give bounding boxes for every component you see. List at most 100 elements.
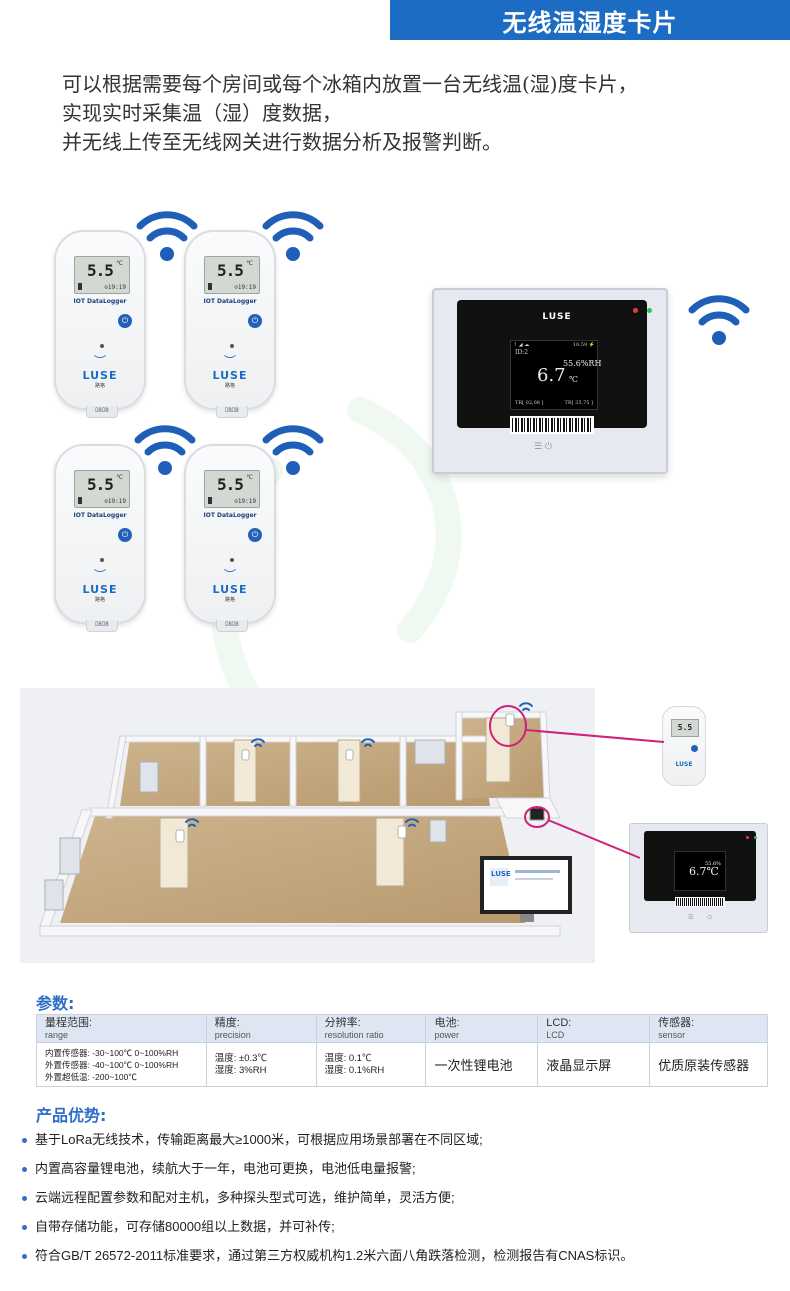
gateway-status-right: 10:59 ⚡ <box>572 342 595 348</box>
spec-header-cn: 电池: <box>434 1016 460 1029</box>
list-item: 自带存储功能，可存储80000组以上数据，并可补传; <box>22 1217 782 1246</box>
mini-sensor-card: 5.5 LUSE <box>662 706 706 786</box>
sensor-card: 5.5 ℃ ⊙19:19 IOT DataLogger ⏻ ︶ LUSE 路格 … <box>54 230 146 418</box>
mini-gateway-buttons: ☰⏻ <box>688 914 712 921</box>
power-button-icon: ⏻ <box>118 528 132 542</box>
spec-resolution-cell: 温度: 0.1℃ 湿度: 0.1%RH <box>315 1042 427 1087</box>
power-button-icon: ⏻ <box>248 528 262 542</box>
advantages-list: 基于LoRa无线技术，传输距离最大≥1000米，可根据应用场景部署在不同区域; … <box>22 1130 782 1275</box>
specs-value-row: 内置传感器: -30~100℃ 0~100%RH 外置传感器: -40~100℃… <box>36 1042 768 1087</box>
wifi-icon <box>262 211 324 261</box>
specs-table: 量程范围:range 精度:precision 分辨率:resolution r… <box>36 1014 768 1087</box>
spec-header-lcd: LCD:LCD <box>537 1014 651 1043</box>
advantage-text: 云端远程配置参数和配对主机，多种探头型式可选，维护简单，灵活方便; <box>35 1190 455 1205</box>
spec-precision-cell: 温度: ±0.3℃ 湿度: 3%RH <box>205 1042 317 1087</box>
power-button-icon: ⏻ <box>118 314 132 328</box>
advantage-text: 自带存储功能，可存储80000组以上数据，并可补传; <box>35 1219 335 1234</box>
card-small-readout: ⊙19:19 <box>104 498 126 505</box>
led-red <box>746 836 749 839</box>
card-brand-cn: 路格 <box>94 383 105 389</box>
sensor-card: 5.5 ℃ ⊙19:19 IOT DataLogger ⏻ ︶ LUSE 路格 … <box>184 230 276 418</box>
bullet-icon <box>22 1254 27 1260</box>
card-model-label: IOT DataLogger <box>73 298 127 305</box>
spec-header-en: resolution ratio <box>324 1029 384 1040</box>
spec-precision-line: 湿度: 3%RH <box>214 1064 267 1076</box>
card-connector: ﾛ8ﾛ8 <box>86 406 118 418</box>
card-unit: ℃ <box>116 474 123 481</box>
gateway-panel: LUSE ↑ ◢ ☁ 10:59 ⚡ ID:2 55.6%RH 6.7 ℃ TR… <box>457 300 652 428</box>
spec-resolution-line: 温度: 0.1℃ <box>324 1052 372 1064</box>
list-item: 符合GB/T 26572-2011标准要求，通过第三方权威机构1.2米六面八角跌… <box>22 1246 782 1275</box>
spec-header-cn: 分辨率: <box>324 1016 361 1029</box>
spec-header-en: range <box>45 1029 69 1040</box>
card-logo: ︶ LUSE 路格 <box>186 566 274 603</box>
spec-header-range: 量程范围:range <box>36 1014 207 1043</box>
wireless-gateway: LUSE ↑ ◢ ☁ 10:59 ⚡ ID:2 55.6%RH 6.7 ℃ TR… <box>432 288 668 474</box>
card-lcd: 5.5 ℃ ⊙19:19 <box>204 256 260 294</box>
card-unit: ℃ <box>116 260 123 267</box>
mini-gateway-temp: 6.7℃ <box>689 865 719 878</box>
card-brand-cn: 路格 <box>224 383 235 389</box>
gateway-buttons: ☰ ⏻ <box>534 442 553 452</box>
card-small-readout: ⊙19:19 <box>104 284 126 291</box>
spec-header-cn: 传感器: <box>658 1016 695 1029</box>
indicator-dot <box>230 344 234 348</box>
bullet-icon <box>22 1167 27 1173</box>
intro-line: 并无线上传至无线网关进行数据分析及报警判断。 <box>62 130 502 154</box>
wifi-icon <box>688 295 750 345</box>
power-button-icon: ⏻ <box>248 314 262 328</box>
spec-lcd-cell: 液晶显示屏 <box>537 1042 651 1087</box>
battery-icon <box>208 497 212 504</box>
intro-text: 可以根据需要每个房间或每个冰箱内放置一台无线温(湿)度卡片， 实现实时采集温（湿… <box>62 70 782 157</box>
card-brand-cn: 路格 <box>94 597 105 603</box>
page-title: 无线温湿度卡片 <box>390 0 790 40</box>
card-display-value: 5.5 <box>217 475 244 494</box>
card-brand-cn: 路格 <box>224 597 235 603</box>
card-display-value: 5.5 <box>217 261 244 280</box>
card-brand: LUSE <box>212 369 248 382</box>
advantages-title: 产品优势: <box>36 1106 107 1125</box>
advantage-text: 内置高容量锂电池，续航大于一年，电池可更换，电池低电量报警; <box>35 1161 416 1176</box>
card-lcd: 5.5 ℃ ⊙19:19 <box>74 256 130 294</box>
wifi-icon <box>134 425 196 475</box>
led-green <box>754 836 757 839</box>
spec-header-cn: 量程范围: <box>45 1016 93 1029</box>
mini-card-brand: LUSE <box>675 761 693 768</box>
card-model-label: IOT DataLogger <box>203 298 257 305</box>
spec-range-line: 外置传感器: -40~100℃ 0~100%RH <box>45 1059 179 1070</box>
card-model-label: IOT DataLogger <box>203 512 257 519</box>
specs-header-row: 量程范围:range 精度:precision 分辨率:resolution r… <box>36 1014 768 1043</box>
advantage-text: 基于LoRa无线技术，传输距离最大≥1000米，可根据应用场景部署在不同区域; <box>35 1132 483 1147</box>
gateway-logo: LUSE <box>542 312 572 322</box>
mini-gateway-panel: 55.6% 6.7℃ <box>644 831 757 901</box>
spec-header-en: precision <box>214 1029 251 1040</box>
intro-line: 实现实时采集温（湿）度数据， <box>62 101 342 125</box>
card-logo: ︶ LUSE 路格 <box>186 352 274 389</box>
bullet-icon <box>22 1196 27 1202</box>
spec-header-en: LCD <box>546 1029 565 1040</box>
gateway-humidity: 55.6%RH <box>563 359 602 368</box>
battery-icon <box>78 497 82 504</box>
card-unit: ℃ <box>246 260 253 267</box>
spec-header-power: 电池:power <box>425 1014 539 1043</box>
spec-header-cn: LCD: <box>546 1016 572 1029</box>
spec-header-en: power <box>434 1029 459 1040</box>
floor-plan-illustration <box>20 688 595 963</box>
spec-power-cell: 一次性锂电池 <box>425 1042 539 1087</box>
intro-line: 可以根据需要每个房间或每个冰箱内放置一台无线温(湿)度卡片， <box>62 72 638 96</box>
spec-range-cell: 内置传感器: -30~100℃ 0~100%RH 外置传感器: -40~100℃… <box>36 1042 207 1087</box>
indicator-dot <box>100 344 104 348</box>
gateway-screen: ↑ ◢ ☁ 10:59 ⚡ ID:2 55.6%RH 6.7 ℃ TR[ 02,… <box>510 340 602 410</box>
card-lcd: 5.5 ℃ ⊙19:19 <box>204 470 260 508</box>
gateway-status-left: ↑ ◢ ☁ <box>513 342 530 348</box>
card-model-label: IOT DataLogger <box>73 512 127 519</box>
bullet-icon <box>22 1138 27 1144</box>
spec-header-cn: 精度: <box>214 1016 240 1029</box>
gateway-id: ID:2 <box>515 349 529 356</box>
spec-range-line: 外置超低温: -200~100℃ <box>45 1071 137 1082</box>
gateway-range-left: TR[ 02,08 ] <box>515 400 544 406</box>
spec-range-line: 内置传感器: -30~100℃ 0~100%RH <box>45 1047 179 1058</box>
led-green <box>647 308 652 313</box>
card-logo: ︶ LUSE 路格 <box>56 566 144 603</box>
card-brand: LUSE <box>82 369 118 382</box>
